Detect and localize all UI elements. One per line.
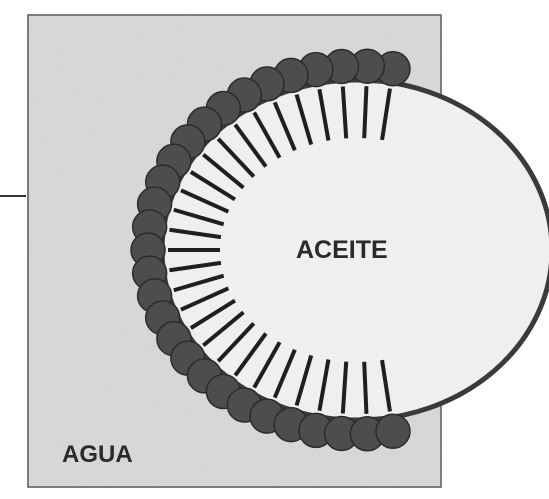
surfactant-head [376, 414, 410, 448]
surfactant-tail [364, 362, 366, 414]
water-label: AGUA [62, 441, 133, 468]
surfactant-tail [364, 86, 366, 138]
oil-label: ACEITE [296, 236, 388, 264]
